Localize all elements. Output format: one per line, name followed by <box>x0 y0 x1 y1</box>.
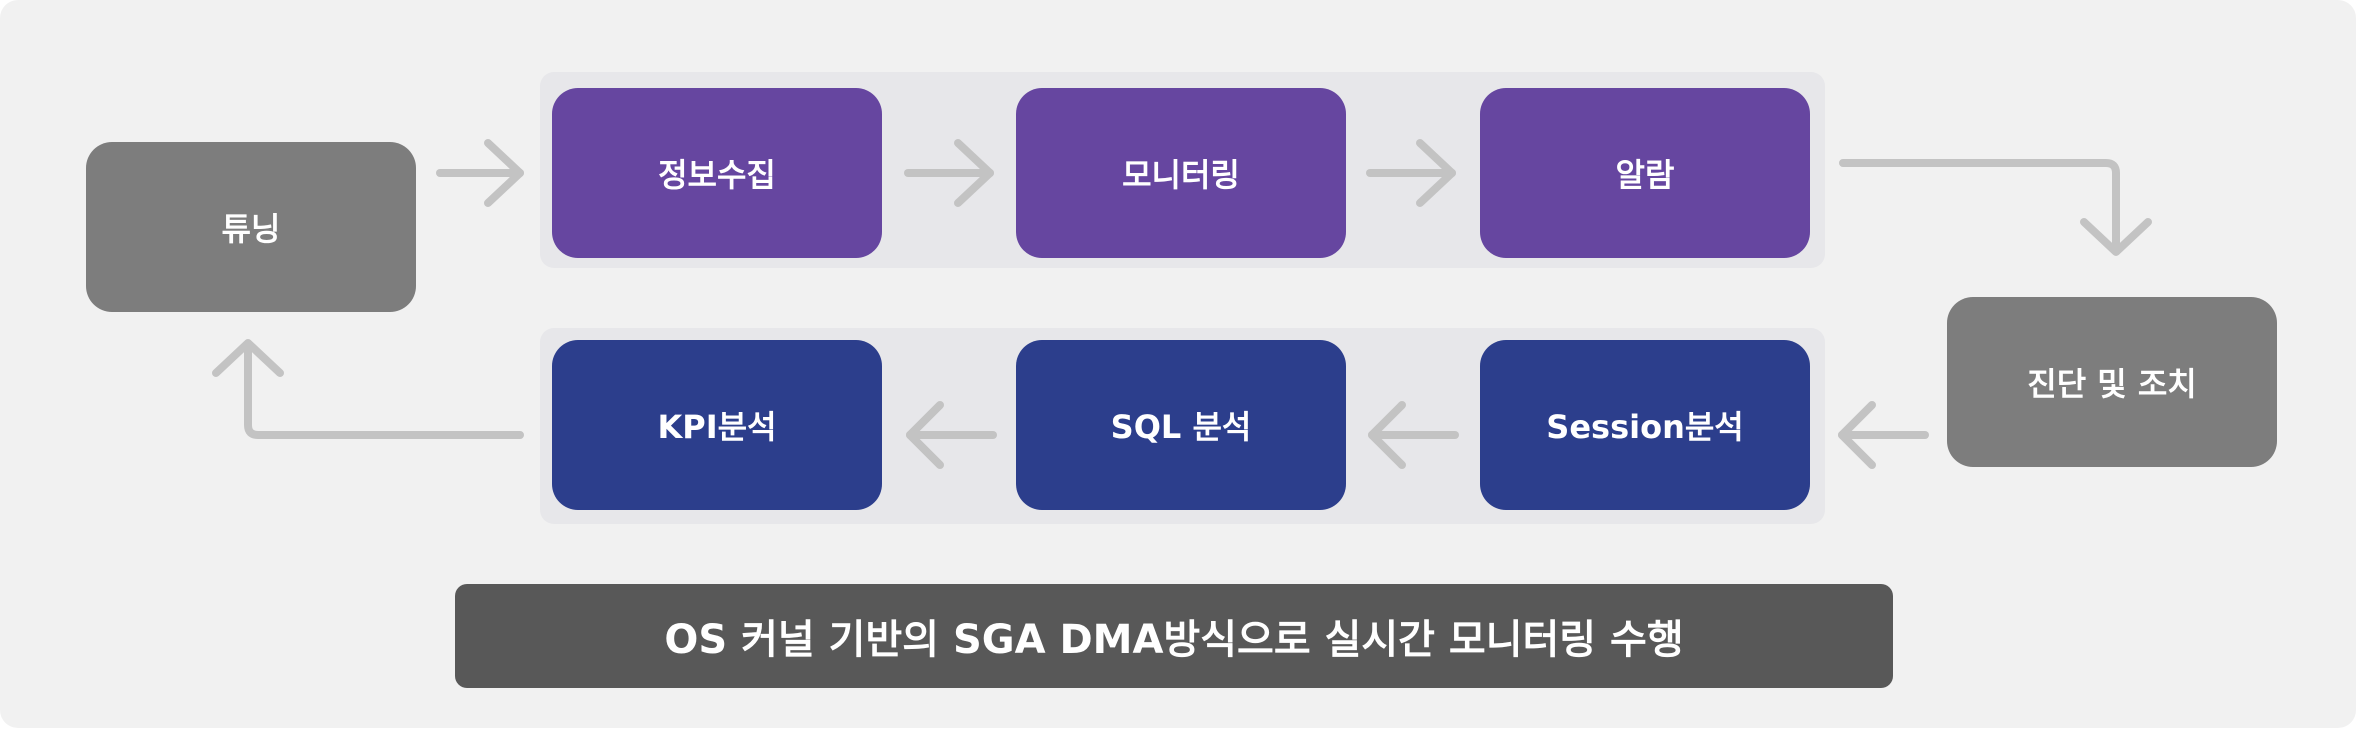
arrow-left-icon <box>1838 401 1929 469</box>
node-alarm: 알람 <box>1480 88 1810 258</box>
node-sql-analysis: SQL 분석 <box>1016 340 1346 510</box>
summary-banner: OS 커널 기반의 SGA DMA방식으로 실시간 모니터링 수행 <box>455 584 1893 688</box>
node-monitoring: 모니터링 <box>1016 88 1346 258</box>
arrow-right-icon <box>1366 139 1456 207</box>
node-kpi-analysis: KPI분석 <box>552 340 882 510</box>
node-tuning: 튜닝 <box>86 142 416 312</box>
arrow-elbow-up-icon <box>212 339 524 439</box>
arrow-elbow-down-icon <box>1839 159 2152 256</box>
node-session-analysis: Session분석 <box>1480 340 1810 510</box>
arrow-right-icon <box>904 139 994 207</box>
arrow-left-icon <box>1368 401 1459 469</box>
node-info-collection: 정보수집 <box>552 88 882 258</box>
arrow-right-icon <box>436 139 524 207</box>
arrow-left-icon <box>906 401 997 469</box>
node-diagnosis: 진단 및 조치 <box>1947 297 2277 467</box>
